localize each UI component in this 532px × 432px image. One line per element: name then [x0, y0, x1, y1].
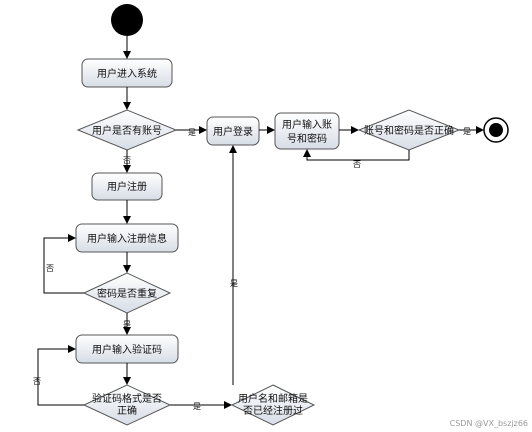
- process-input-reg-info-label: 用户输入注册信息: [87, 232, 167, 245]
- process-input-account-label-1: 用户输入账: [282, 118, 332, 131]
- decision-name-mail: 用户名和邮箱是 否已经注册过: [230, 384, 316, 426]
- edge-label-pwd-repeat-yes: 是: [123, 320, 131, 329]
- watermark: CSDN @VX_bszjz66: [450, 419, 528, 428]
- decision-name-mail-label-1: 用户名和邮箱是: [238, 392, 308, 405]
- decision-pwd-repeat: 密码是否重复: [82, 272, 172, 314]
- edge-label-has-account-yes: 是: [188, 128, 196, 137]
- process-input-reg-info: 用户输入注册信息: [75, 223, 179, 253]
- decision-account-correct: 账号和密码是否正确: [357, 109, 461, 151]
- process-input-account: 用户输入账 号和密码: [274, 112, 340, 150]
- edge-label-correct-no: 否: [353, 160, 361, 169]
- edge-label-pwd-repeat-no: 否: [46, 264, 54, 273]
- process-enter-system: 用户进入系统: [81, 58, 173, 88]
- process-input-account-label-2: 号和密码: [287, 132, 327, 145]
- decision-account-correct-label: 账号和密码是否正确: [364, 124, 454, 137]
- decision-code-format-label-2: 正确: [117, 404, 137, 417]
- process-login-label: 用户登录: [213, 125, 253, 138]
- edge-correct-no-loop: [303, 149, 410, 161]
- edge-label-has-account-no: 否: [123, 156, 131, 165]
- decision-code-format: 验证码格式是否 正确: [82, 384, 172, 426]
- edges: [37, 36, 484, 409]
- process-enter-system-label: 用户进入系统: [97, 67, 157, 80]
- process-input-code-label: 用户输入验证码: [92, 343, 162, 356]
- edge-format-no-loop: [37, 345, 84, 406]
- start-node: [111, 4, 143, 36]
- decision-pwd-repeat-label: 密码是否重复: [97, 287, 157, 300]
- process-register-label: 用户注册: [107, 180, 147, 193]
- edge-pwd-repeat-no-loop: [43, 234, 84, 294]
- process-login: 用户登录: [206, 116, 260, 146]
- process-input-code: 用户输入验证码: [75, 334, 179, 364]
- edge-label-name-mail-yes: 是: [230, 279, 238, 288]
- edge-label-format-yes: 是: [193, 402, 201, 411]
- edge-label-format-no: 否: [33, 377, 41, 386]
- decision-name-mail-label-2: 否已经注册过: [243, 404, 303, 417]
- decision-has-account: 用户是否有账号: [76, 109, 178, 151]
- process-register: 用户注册: [91, 172, 163, 201]
- decision-code-format-label-1: 验证码格式是否: [92, 392, 162, 405]
- decision-has-account-label: 用户是否有账号: [92, 124, 162, 137]
- end-node: [483, 117, 509, 143]
- edge-label-correct-yes: 是: [463, 127, 471, 136]
